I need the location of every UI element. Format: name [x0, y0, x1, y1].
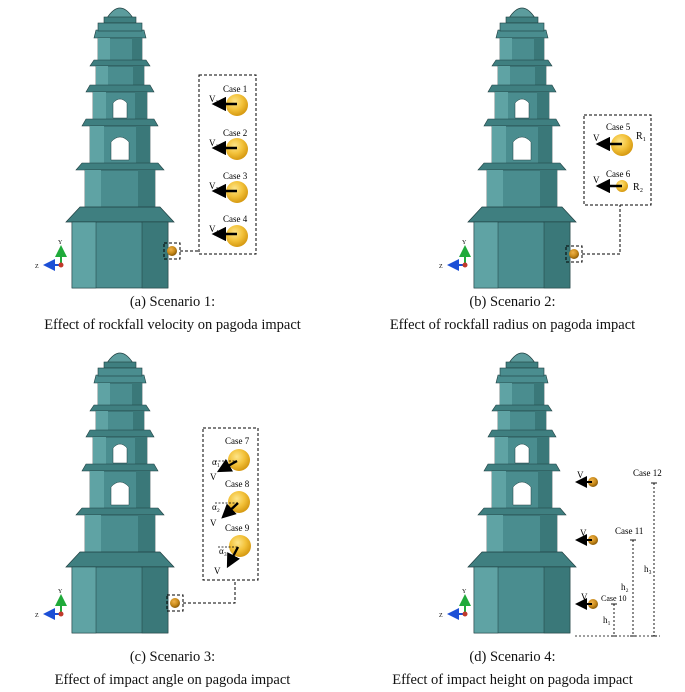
caption-title: (a) Scenario 1: — [129, 294, 216, 310]
case-7: Case 7 α₁ V — [210, 436, 250, 482]
pagoda-model — [65, 352, 175, 634]
case-label: Case 6 — [606, 169, 631, 179]
y-axis-label: Y — [462, 240, 467, 246]
caption-description: Effect of rockfall velocity on pagoda im… — [44, 317, 301, 333]
case-8: Case 8 α₂ V — [210, 479, 250, 528]
case-label: Case 2 — [223, 128, 247, 138]
case-label: Case 7 — [225, 436, 250, 446]
velocity-label: V — [581, 592, 588, 602]
height-label: h₁ — [603, 615, 611, 625]
case-1: Case 1 V₁ — [209, 84, 248, 116]
axis-triad: Y Z — [35, 240, 67, 271]
z-axis-label: Z — [439, 613, 443, 619]
z-axis-label: Z — [35, 613, 39, 619]
case-label: Case 12 — [633, 468, 662, 478]
y-axis-label: Y — [58, 589, 63, 595]
caption-d: (d) Scenario 4: Effect of impact height … — [340, 646, 685, 692]
caption-a: (a) Scenario 1: Effect of rockfall veloc… — [0, 291, 345, 337]
rockfall-ball — [569, 249, 579, 259]
velocity-label: V₃ — [209, 181, 219, 191]
velocity-label: V₁ — [209, 94, 219, 104]
rockfall-ball — [167, 246, 177, 256]
case-label: Case 4 — [223, 214, 248, 224]
height-label: h₂ — [621, 582, 629, 592]
pagoda-model — [65, 7, 175, 289]
leader-line — [582, 205, 621, 255]
rockfall-ball — [170, 598, 180, 608]
panel-b: Y Z Case 5 V R₁ Case 6 V R₂ — [439, 7, 652, 289]
caption-b: (b) Scenario 2: Effect of rockfall radiu… — [340, 291, 685, 337]
caption-description: Effect of impact angle on pagoda impact — [54, 672, 291, 688]
velocity-label: V₂ — [209, 138, 219, 148]
y-axis-label: Y — [462, 589, 467, 595]
angle-label: α₂ — [212, 502, 220, 512]
case-label: Case 9 — [225, 523, 250, 533]
axis-triad: Y Z — [439, 589, 471, 620]
pagoda-model — [467, 7, 577, 289]
case-box — [583, 114, 652, 206]
velocity-label: V — [214, 566, 221, 576]
angle-label: α₁ — [212, 457, 220, 467]
case-label: Case 3 — [223, 171, 248, 181]
panel-a: Y Z Case 1 V₁ Case 2 V₂ Case 3 V₃ Case 4 — [35, 7, 257, 289]
caption-c: (c) Scenario 3: Effect of impact angle o… — [0, 646, 345, 692]
height-label: h₃ — [644, 564, 652, 574]
case-label: Case 10 — [601, 594, 627, 603]
caption-title: (b) Scenario 2: — [469, 294, 556, 310]
velocity-label: V — [593, 133, 600, 143]
case-10: V Case 10 h₁ — [575, 592, 627, 637]
case-label: Case 11 — [615, 526, 643, 536]
case-5: Case 5 V R₁ — [593, 122, 646, 156]
impact-marker — [565, 245, 583, 263]
axis-triad: Y Z — [35, 589, 67, 620]
case-11: V Case 11 h₂ — [575, 526, 643, 637]
y-axis-label: Y — [58, 240, 63, 246]
caption-description: Effect of rockfall radius on pagoda impa… — [389, 317, 636, 333]
z-axis-label: Z — [439, 264, 443, 270]
panel-d: Y Z V Case 12 h₃ V Case 11 h₂ — [439, 352, 662, 637]
case-label: Case 1 — [223, 84, 247, 94]
velocity-label: V — [210, 472, 217, 482]
axis-triad: Y Z — [439, 240, 471, 271]
z-axis-label: Z — [35, 264, 39, 270]
impact-marker — [163, 242, 181, 260]
case-2: Case 2 V₂ — [209, 128, 248, 160]
case-6: Case 6 V R₂ — [593, 169, 643, 194]
velocity-label: V — [593, 175, 600, 185]
case-9: Case 9 α₃ V — [214, 523, 251, 576]
radius-label: R₂ — [633, 182, 643, 193]
caption-description: Effect of impact height on pagoda impact — [392, 672, 633, 688]
case-4: Case 4 V₄ — [209, 214, 248, 247]
leader-line — [183, 580, 236, 604]
angle-label: α₃ — [219, 546, 227, 556]
case-label: Case 5 — [606, 122, 631, 132]
velocity-label: V₄ — [209, 224, 219, 234]
case-12: V Case 12 h₃ — [575, 468, 662, 637]
velocity-label: V — [580, 528, 587, 538]
radius-label: R₁ — [636, 131, 646, 142]
caption-title: (c) Scenario 3: — [129, 649, 216, 665]
velocity-label: V — [210, 518, 217, 528]
velocity-label: V — [577, 470, 584, 480]
pagoda-model — [467, 352, 577, 634]
case-label: Case 8 — [225, 479, 250, 489]
impact-marker — [166, 594, 184, 612]
case-3: Case 3 V₃ — [209, 171, 248, 203]
caption-title: (d) Scenario 4: — [469, 649, 556, 665]
panel-c: Y Z Case 7 α₁ V Case 8 α₂ V Case 9 — [35, 352, 259, 634]
